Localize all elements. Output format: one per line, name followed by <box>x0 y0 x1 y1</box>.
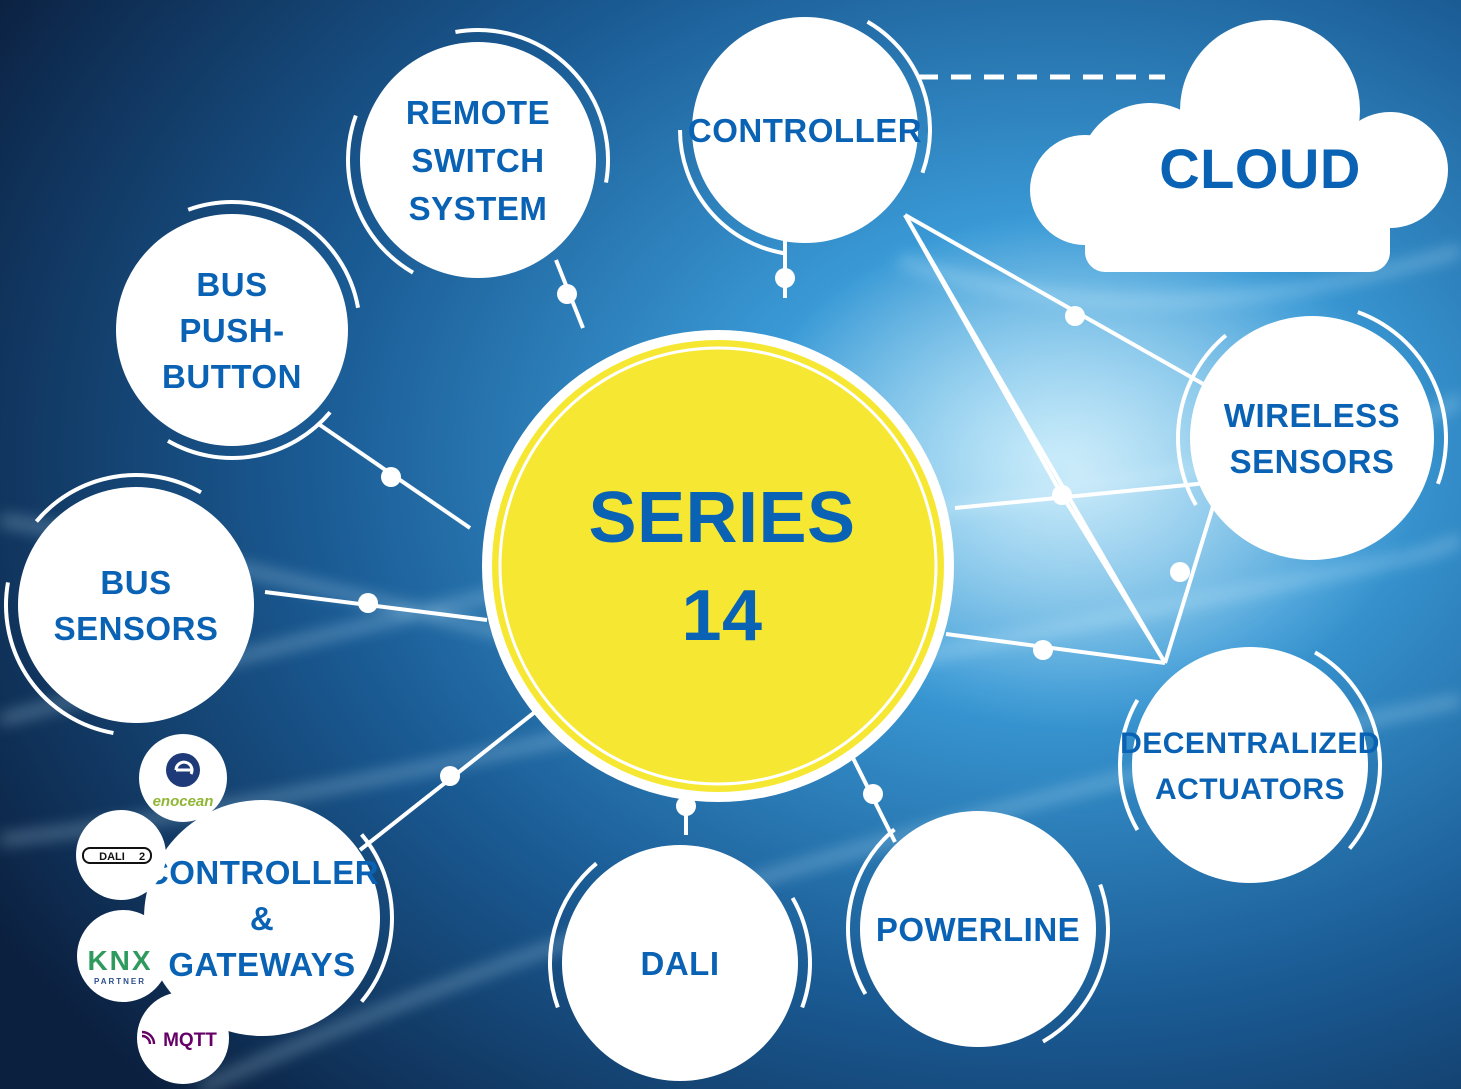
connector-line-11 <box>945 632 1166 665</box>
junction-dot-6 <box>863 784 883 804</box>
connector-line-7 <box>904 213 1206 387</box>
junction-dot-7 <box>1065 306 1085 326</box>
node-disc <box>860 811 1096 1047</box>
cloud-label: CLOUD <box>1159 137 1361 200</box>
node-disc <box>116 214 348 446</box>
node-arc-accent-0 <box>1357 310 1448 485</box>
dali2-badge-frame <box>82 847 152 864</box>
node-arc-accent-0 <box>34 473 202 523</box>
cloud-node <box>918 20 1448 272</box>
hub-node: SERIES 14 <box>482 330 954 802</box>
node-arc-accent-0 <box>187 200 361 309</box>
node-label-line-2: SYSTEM <box>409 190 548 227</box>
junction-dot-10 <box>1170 562 1190 582</box>
junction-dot-0 <box>557 284 577 304</box>
junction-dot-5 <box>676 796 696 816</box>
node-disc <box>18 487 254 723</box>
node-arc-accent-0 <box>455 28 610 183</box>
mqtt-icon <box>141 1030 156 1045</box>
node-label-line-2: BUTTON <box>162 358 302 395</box>
junction-dot-8 <box>1052 485 1072 505</box>
node-controller-gateways: CONTROLLER & GATEWAYS <box>144 800 394 1036</box>
node-label-line-1: SENSORS <box>1230 443 1395 480</box>
node-arc-accent-1 <box>167 410 332 460</box>
node-arc-accent-0 <box>1313 650 1382 850</box>
node-label-line-0: DALI <box>641 945 720 982</box>
node-remote-switch: REMOTE SWITCH SYSTEM <box>346 28 610 278</box>
node-label-line-0: REMOTE <box>406 94 550 131</box>
hub-inner-ring <box>498 346 938 786</box>
junction-dot-4 <box>440 766 460 786</box>
node-disc <box>360 42 596 278</box>
node-label-line-0: BUS <box>196 266 267 303</box>
knx-partner-text: PARTNER <box>94 977 146 986</box>
node-dali: DALI <box>548 845 812 1081</box>
knx-wordmark: KNX <box>87 945 152 976</box>
hub-yellow-disc <box>492 340 944 792</box>
node-disc <box>692 17 918 243</box>
junction-dot-2 <box>381 467 401 487</box>
node-controller: CONTROLLER <box>678 17 932 256</box>
hub-title-line-1: SERIES <box>588 478 855 558</box>
node-label-line-0: CONTROLLER <box>688 112 922 149</box>
node-label-line-2: GATEWAYS <box>168 946 355 983</box>
hub-title-line-2: 14 <box>681 576 762 656</box>
node-arc-accent-0 <box>360 833 394 1003</box>
node-label-line-0: BUS <box>100 564 171 601</box>
node-label-line-0: WIRELESS <box>1224 397 1400 434</box>
node-label-line-1: ACTUATORS <box>1155 773 1345 806</box>
node-arc-accent-1 <box>678 129 784 256</box>
node-bus-sensors: BUS SENSORS <box>4 473 254 735</box>
node-arc-accent-0 <box>1041 883 1110 1044</box>
junction-dots <box>358 268 1190 816</box>
connector-line-10 <box>954 481 1208 510</box>
cloud-shape <box>1030 20 1448 272</box>
node-arc-accent-1 <box>1118 699 1140 831</box>
node-label-line-1: SENSORS <box>54 610 219 647</box>
node-label-line-0: DECENTRALIZED <box>1120 727 1380 760</box>
node-powerline: POWERLINE <box>846 811 1110 1047</box>
connector-line-12 <box>1163 499 1217 664</box>
enocean-wordmark: enocean <box>153 793 214 810</box>
node-label-line-1: SWITCH <box>411 142 544 179</box>
node-arc-accent-1 <box>1176 333 1228 506</box>
node-disc <box>1190 316 1434 560</box>
node-arc-accent-1 <box>846 827 896 995</box>
node-arc-accent-1 <box>346 114 415 275</box>
mqtt-logo: MQTT <box>137 992 229 1084</box>
dali2-wordmark: DALI <box>99 851 125 863</box>
node-label-line-1: PUSH- <box>179 312 284 349</box>
connector-line-9 <box>903 213 1167 665</box>
junction-dot-3 <box>358 593 378 613</box>
satellite-nodes: REMOTE SWITCH SYSTEM CONTROLLER BUS PUSH- BUTT… <box>4 17 1448 1081</box>
node-disc <box>144 800 380 1036</box>
connector-line-13 <box>1060 493 1167 665</box>
node-arc-accent-0 <box>866 20 932 174</box>
junction-dot-1 <box>775 268 795 288</box>
node-wireless-sensors: WIRELESS SENSORS <box>1176 310 1448 560</box>
enocean-logo: enocean <box>139 734 227 822</box>
node-label-line-1: & <box>250 900 274 937</box>
knx-partner-logo: KNX PARTNER <box>77 910 169 1002</box>
junction-dot-9 <box>1033 640 1053 660</box>
node-disc <box>1132 647 1368 883</box>
node-decentralized-actuators: DECENTRALIZED ACTUATORS <box>1118 647 1382 883</box>
protocol-logos: enocean DALI 2 KNX PARTNER MQTT <box>76 734 229 1084</box>
node-label-line-0: POWERLINE <box>876 911 1080 948</box>
node-disc <box>562 845 798 1081</box>
node-bus-pushbutton: BUS PUSH- BUTTON <box>116 200 361 460</box>
dali2-logo: DALI 2 <box>76 810 166 900</box>
dali2-version: 2 <box>139 851 145 863</box>
node-label-line-0: CONTROLLER <box>145 854 379 891</box>
node-arc-accent-1 <box>4 582 114 735</box>
mqtt-wordmark: MQTT <box>163 1030 217 1051</box>
node-arc-accent-0 <box>548 861 598 1009</box>
node-arc-accent-1 <box>790 897 812 1009</box>
